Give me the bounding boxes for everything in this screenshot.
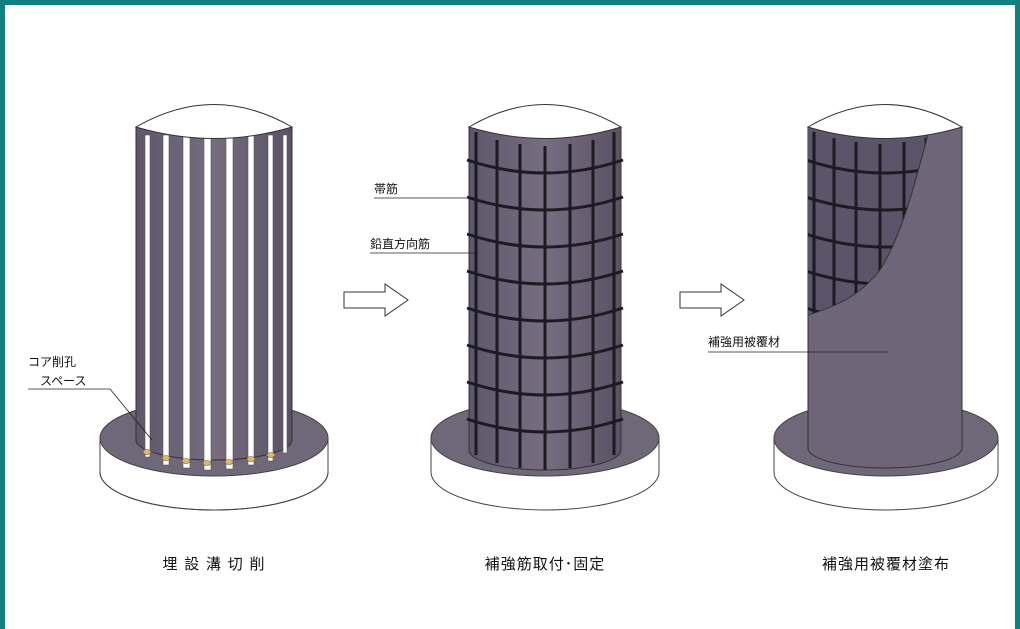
label-core-drilling: コア削孔 <box>28 355 76 369</box>
column-top <box>467 104 623 139</box>
label-space: スペース <box>40 374 87 388</box>
panel-3-coating: 補強用被覆材 補強用被覆材塗布 <box>708 104 999 573</box>
label-coating: 補強用被覆材 <box>708 335 888 353</box>
label-vertical-rebar: 鉛直方向筋 <box>370 236 430 251</box>
caption-step-2: 補強筋取付･固定 <box>485 555 606 573</box>
coating-edge <box>807 126 931 316</box>
right-arrow-icon <box>679 283 745 317</box>
vertical-rebars <box>474 132 616 470</box>
caption-step-3: 補強用被覆材塗布 <box>822 555 950 573</box>
core-holes <box>142 449 276 466</box>
panel-2-rebar-install: 帯筋 鉛直方向筋 補強筋取付･固定 <box>370 104 660 573</box>
right-arrow-icon <box>343 283 409 317</box>
column-top <box>806 104 964 139</box>
column-body <box>134 104 294 471</box>
hoop-rebars <box>466 158 624 434</box>
column-body <box>806 104 964 469</box>
label-core-space: コア削孔 スペース <box>28 355 153 441</box>
panel-1-trench-cutting: コア削孔 スペース 埋 設 溝 切 削 <box>28 104 329 573</box>
column-body <box>466 104 624 471</box>
label-coating-material: 補強用被覆材 <box>708 335 780 349</box>
label-vertical: 鉛直方向筋 <box>370 236 478 254</box>
column-top <box>134 104 294 139</box>
label-hoop-rebar: 帯筋 <box>374 181 398 196</box>
label-hoop: 帯筋 <box>374 181 478 199</box>
caption-step-1: 埋 設 溝 切 削 <box>162 555 265 573</box>
